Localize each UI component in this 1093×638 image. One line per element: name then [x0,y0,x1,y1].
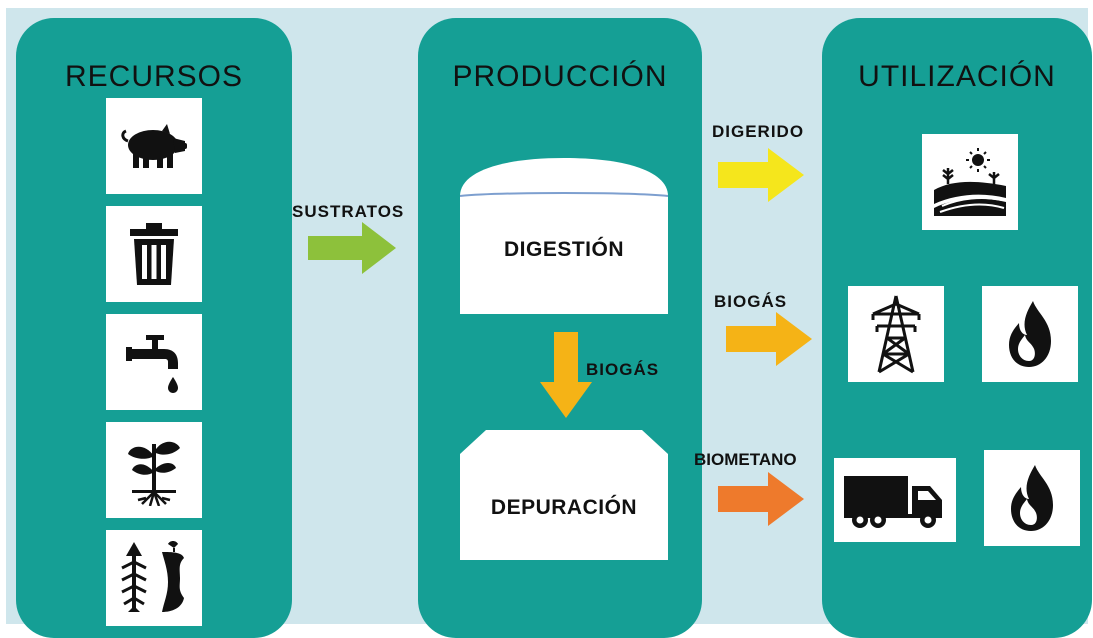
resource-tile-urban-waste [106,206,202,302]
digestate-arrow [718,148,804,202]
pig-icon [121,124,187,168]
substrates-arrow [308,222,396,274]
resource-tile-wastewater [106,314,202,410]
internal-biogas-arrow [540,332,592,418]
utilization-panel: UTILIZACIÓN [822,18,1092,638]
resource-tile-livestock [106,98,202,194]
truck-icon [844,476,942,528]
diagram-canvas: RECURSOS [6,8,1092,638]
digestion-label: DIGESTIÓN [503,238,624,261]
internal-biogas-label: BIOGÁS [586,360,660,379]
biogas-output-arrow [726,312,812,366]
production-title: PRODUCCIÓN [452,60,668,93]
utilization-tile-heat [982,286,1078,382]
digestion-tank: DIGESTIÓN [460,158,668,314]
biogas-output-label: BIOGÁS [714,292,788,311]
purification-label: DEPURACIÓN [490,496,638,519]
resource-tile-food-waste [106,530,202,626]
utilization-tile-gas-grid [984,450,1080,546]
biomethane-label: BIOMETANO [694,450,797,469]
purification-tank: DEPURACIÓN [460,430,668,560]
organic-waste-icon [121,541,184,612]
biomethane-arrow [718,472,804,526]
trash-bin-icon [130,223,178,285]
water-tap-icon [126,335,178,393]
resource-tile-crops [106,422,202,518]
power-tower-icon [871,295,921,374]
flame-icon [1011,465,1053,531]
resources-panel: RECURSOS [16,18,292,638]
field-landscape-icon [934,148,1006,216]
substrates-label: SUSTRATOS [292,202,405,221]
production-panel: PRODUCCIÓN DIGESTIÓN BIOGÁS DEPURACIÓN [418,18,702,638]
utilization-tile-agriculture [922,134,1018,230]
digestate-label: DIGERIDO [712,122,805,141]
plant-icon [128,441,180,506]
utilization-tile-electricity [848,286,944,382]
flame-icon [1009,301,1051,367]
utilization-tile-transport [834,458,956,542]
utilization-title: UTILIZACIÓN [858,60,1056,93]
resources-title: RECURSOS [64,60,244,93]
